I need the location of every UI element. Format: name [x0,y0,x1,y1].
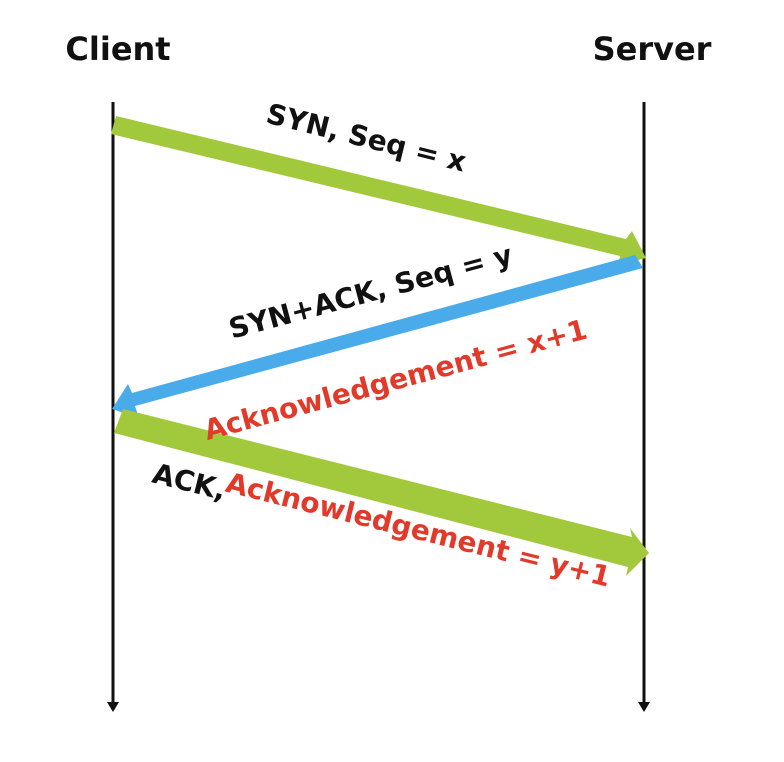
server-label: Server [593,30,712,68]
syn-arrow [111,116,646,265]
client-label: Client [65,30,170,68]
syn-ack-arrow [112,255,643,418]
ack-label: ACK, [149,457,229,507]
ack-arrow [114,409,649,576]
